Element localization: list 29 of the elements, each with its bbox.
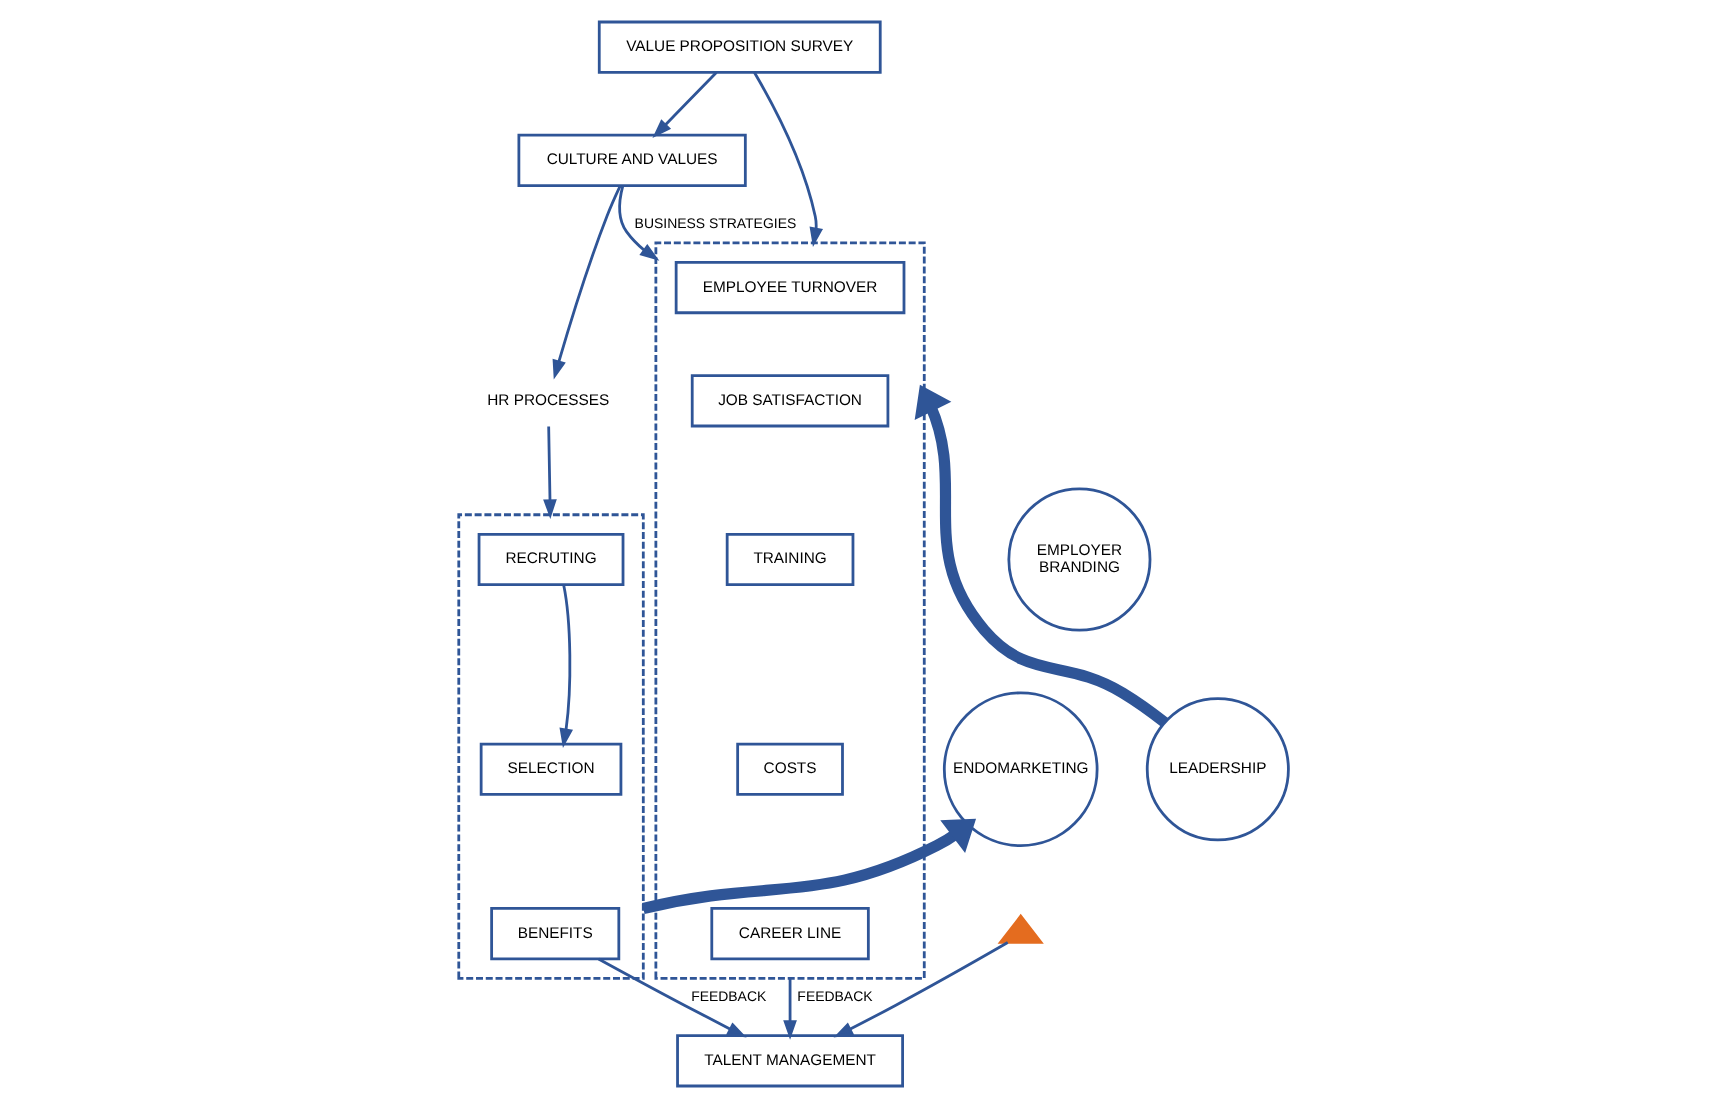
node-circle: ENDOMARKETING [941, 691, 1098, 848]
node-box: TRAINING [724, 532, 854, 587]
node-box: BENEFITS [489, 907, 620, 961]
cluster [653, 241, 925, 980]
node-box: COSTS [735, 742, 843, 796]
node-circle: LEADERSHIP [1144, 697, 1289, 842]
arrow [596, 957, 746, 1038]
node-box: CAREER LINE [709, 907, 869, 961]
arrow [651, 71, 717, 139]
arrow [832, 941, 1008, 1038]
node-box: VALUE PROPOSITION SURVEY [596, 20, 881, 74]
arrow [617, 185, 659, 261]
arrow [641, 818, 976, 914]
arrow [913, 384, 1168, 727]
node-box: SELECTION [478, 742, 622, 796]
node-box: CULTURE AND VALUES [516, 133, 746, 187]
arrow [782, 978, 796, 1040]
node-text: HR PROCESSES [486, 390, 609, 409]
arrow [551, 185, 621, 380]
cluster [456, 513, 644, 980]
arrow [558, 584, 572, 749]
arrow [752, 71, 823, 248]
node-circle: EMPLOYER BRANDING [1006, 487, 1151, 632]
node-box: RECRUTING [476, 532, 624, 587]
arrow [542, 426, 556, 519]
node-triangle [996, 913, 1043, 944]
node-box: EMPLOYEE TURNOVER [673, 261, 905, 315]
node-box: TALENT MANAGEMENT [675, 1034, 903, 1088]
node-box: JOB SATISFACTION [689, 374, 889, 428]
